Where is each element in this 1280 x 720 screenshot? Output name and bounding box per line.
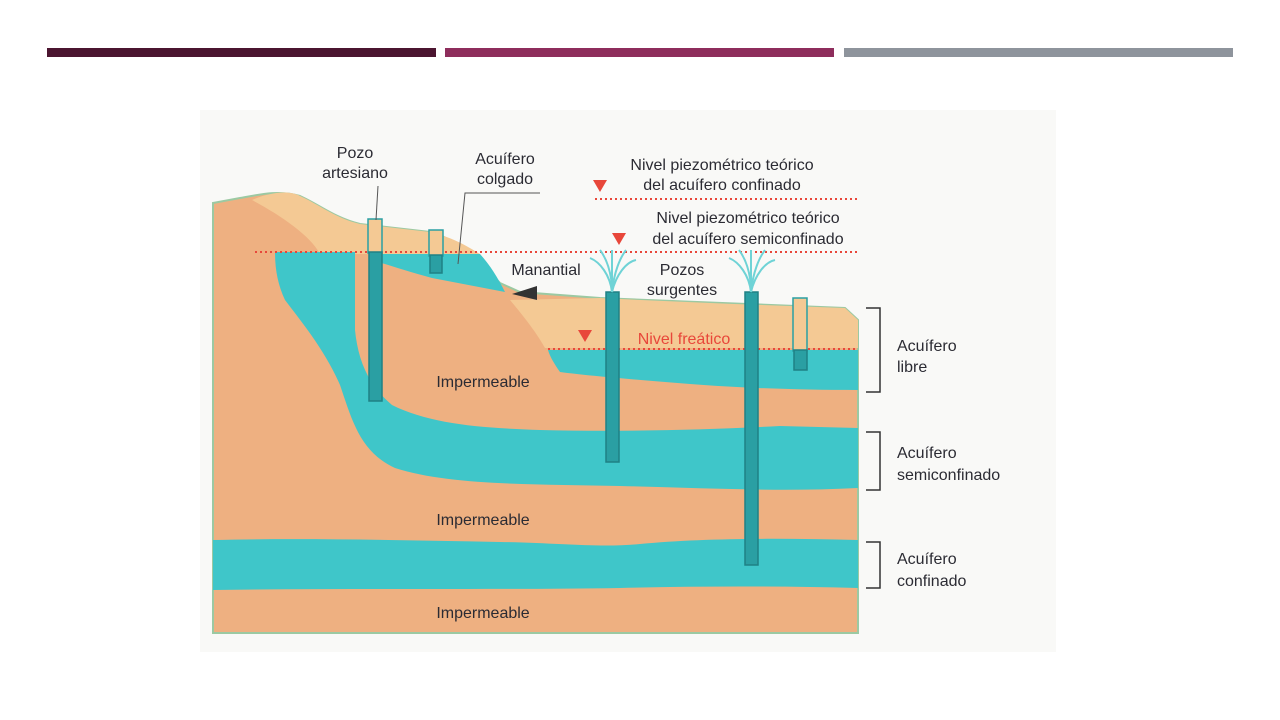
surface-soil-lower: [510, 298, 858, 348]
label-nivel-semiconfinado-2: del acuífero semiconfinado: [652, 231, 843, 248]
label-impermeable-1: Impermeable: [436, 374, 529, 391]
well-surgente-1: [605, 291, 620, 463]
label-pozos-surgentes-2: surgentes: [647, 282, 717, 299]
well-colgado: [429, 254, 443, 274]
well-libre-casing: [792, 297, 808, 352]
label-acuifero-confinado-1: Acuífero: [897, 551, 957, 568]
aquifer-diagram: Pozo artesiano Acuífero colgado Nivel pi…: [200, 110, 1056, 652]
label-acuifero-semiconfinado-2: semiconfinado: [897, 467, 1000, 484]
header-bar-gray: [844, 48, 1233, 57]
label-pozo-artesiano-2: artesiano: [322, 165, 388, 182]
water-table-marker-icon: [578, 330, 592, 342]
label-pozo-artesiano-1: Pozo: [337, 145, 374, 162]
label-impermeable-2: Impermeable: [436, 512, 529, 529]
label-manantial: Manantial: [511, 262, 580, 279]
label-acuifero-semiconfinado-1: Acuífero: [897, 445, 957, 462]
well-colgado-casing: [428, 229, 444, 257]
bracket-confinado: [866, 541, 881, 589]
surface-soil-upper: [252, 192, 480, 254]
bracket-libre: [866, 307, 881, 393]
header-bar-magenta: [445, 48, 834, 57]
header-bar-dark: [47, 48, 436, 57]
well-libre: [793, 349, 808, 371]
water-table-marker-icon: [612, 233, 626, 245]
confined-aquifer: [213, 538, 858, 590]
leader-colgado: [457, 192, 540, 265]
label-acuifero-libre-1: Acuífero: [897, 338, 957, 355]
water-table-marker-icon: [593, 180, 607, 192]
label-nivel-confinado-2: del acuífero confinado: [643, 177, 801, 194]
label-nivel-confinado-1: Nivel piezométrico teórico: [630, 157, 813, 174]
semiconfined-aquifer: [275, 252, 858, 490]
unconfined-aquifer: [548, 350, 858, 390]
leader-artesiano: [375, 185, 379, 221]
water-jet-icon: [589, 249, 637, 293]
label-impermeable-3: Impermeable: [436, 605, 529, 622]
water-jet-icon: [728, 249, 776, 293]
label-acuifero-libre-2: libre: [897, 359, 927, 376]
well-artesiano: [368, 251, 383, 402]
label-nivel-freatico: Nivel freático: [638, 331, 731, 348]
label-nivel-semiconfinado-1: Nivel piezométrico teórico: [656, 210, 839, 227]
well-surgente-2: [744, 291, 759, 566]
label-acuifero-confinado-2: confinado: [897, 573, 966, 590]
label-acuifero-colgado-1: Acuífero: [475, 151, 535, 168]
bracket-semiconfinado: [866, 431, 881, 491]
well-artesiano-casing: [367, 218, 383, 254]
label-acuifero-colgado-2: colgado: [477, 171, 533, 188]
spring-arrow-icon: [512, 286, 537, 300]
label-pozos-surgentes-1: Pozos: [660, 262, 704, 279]
